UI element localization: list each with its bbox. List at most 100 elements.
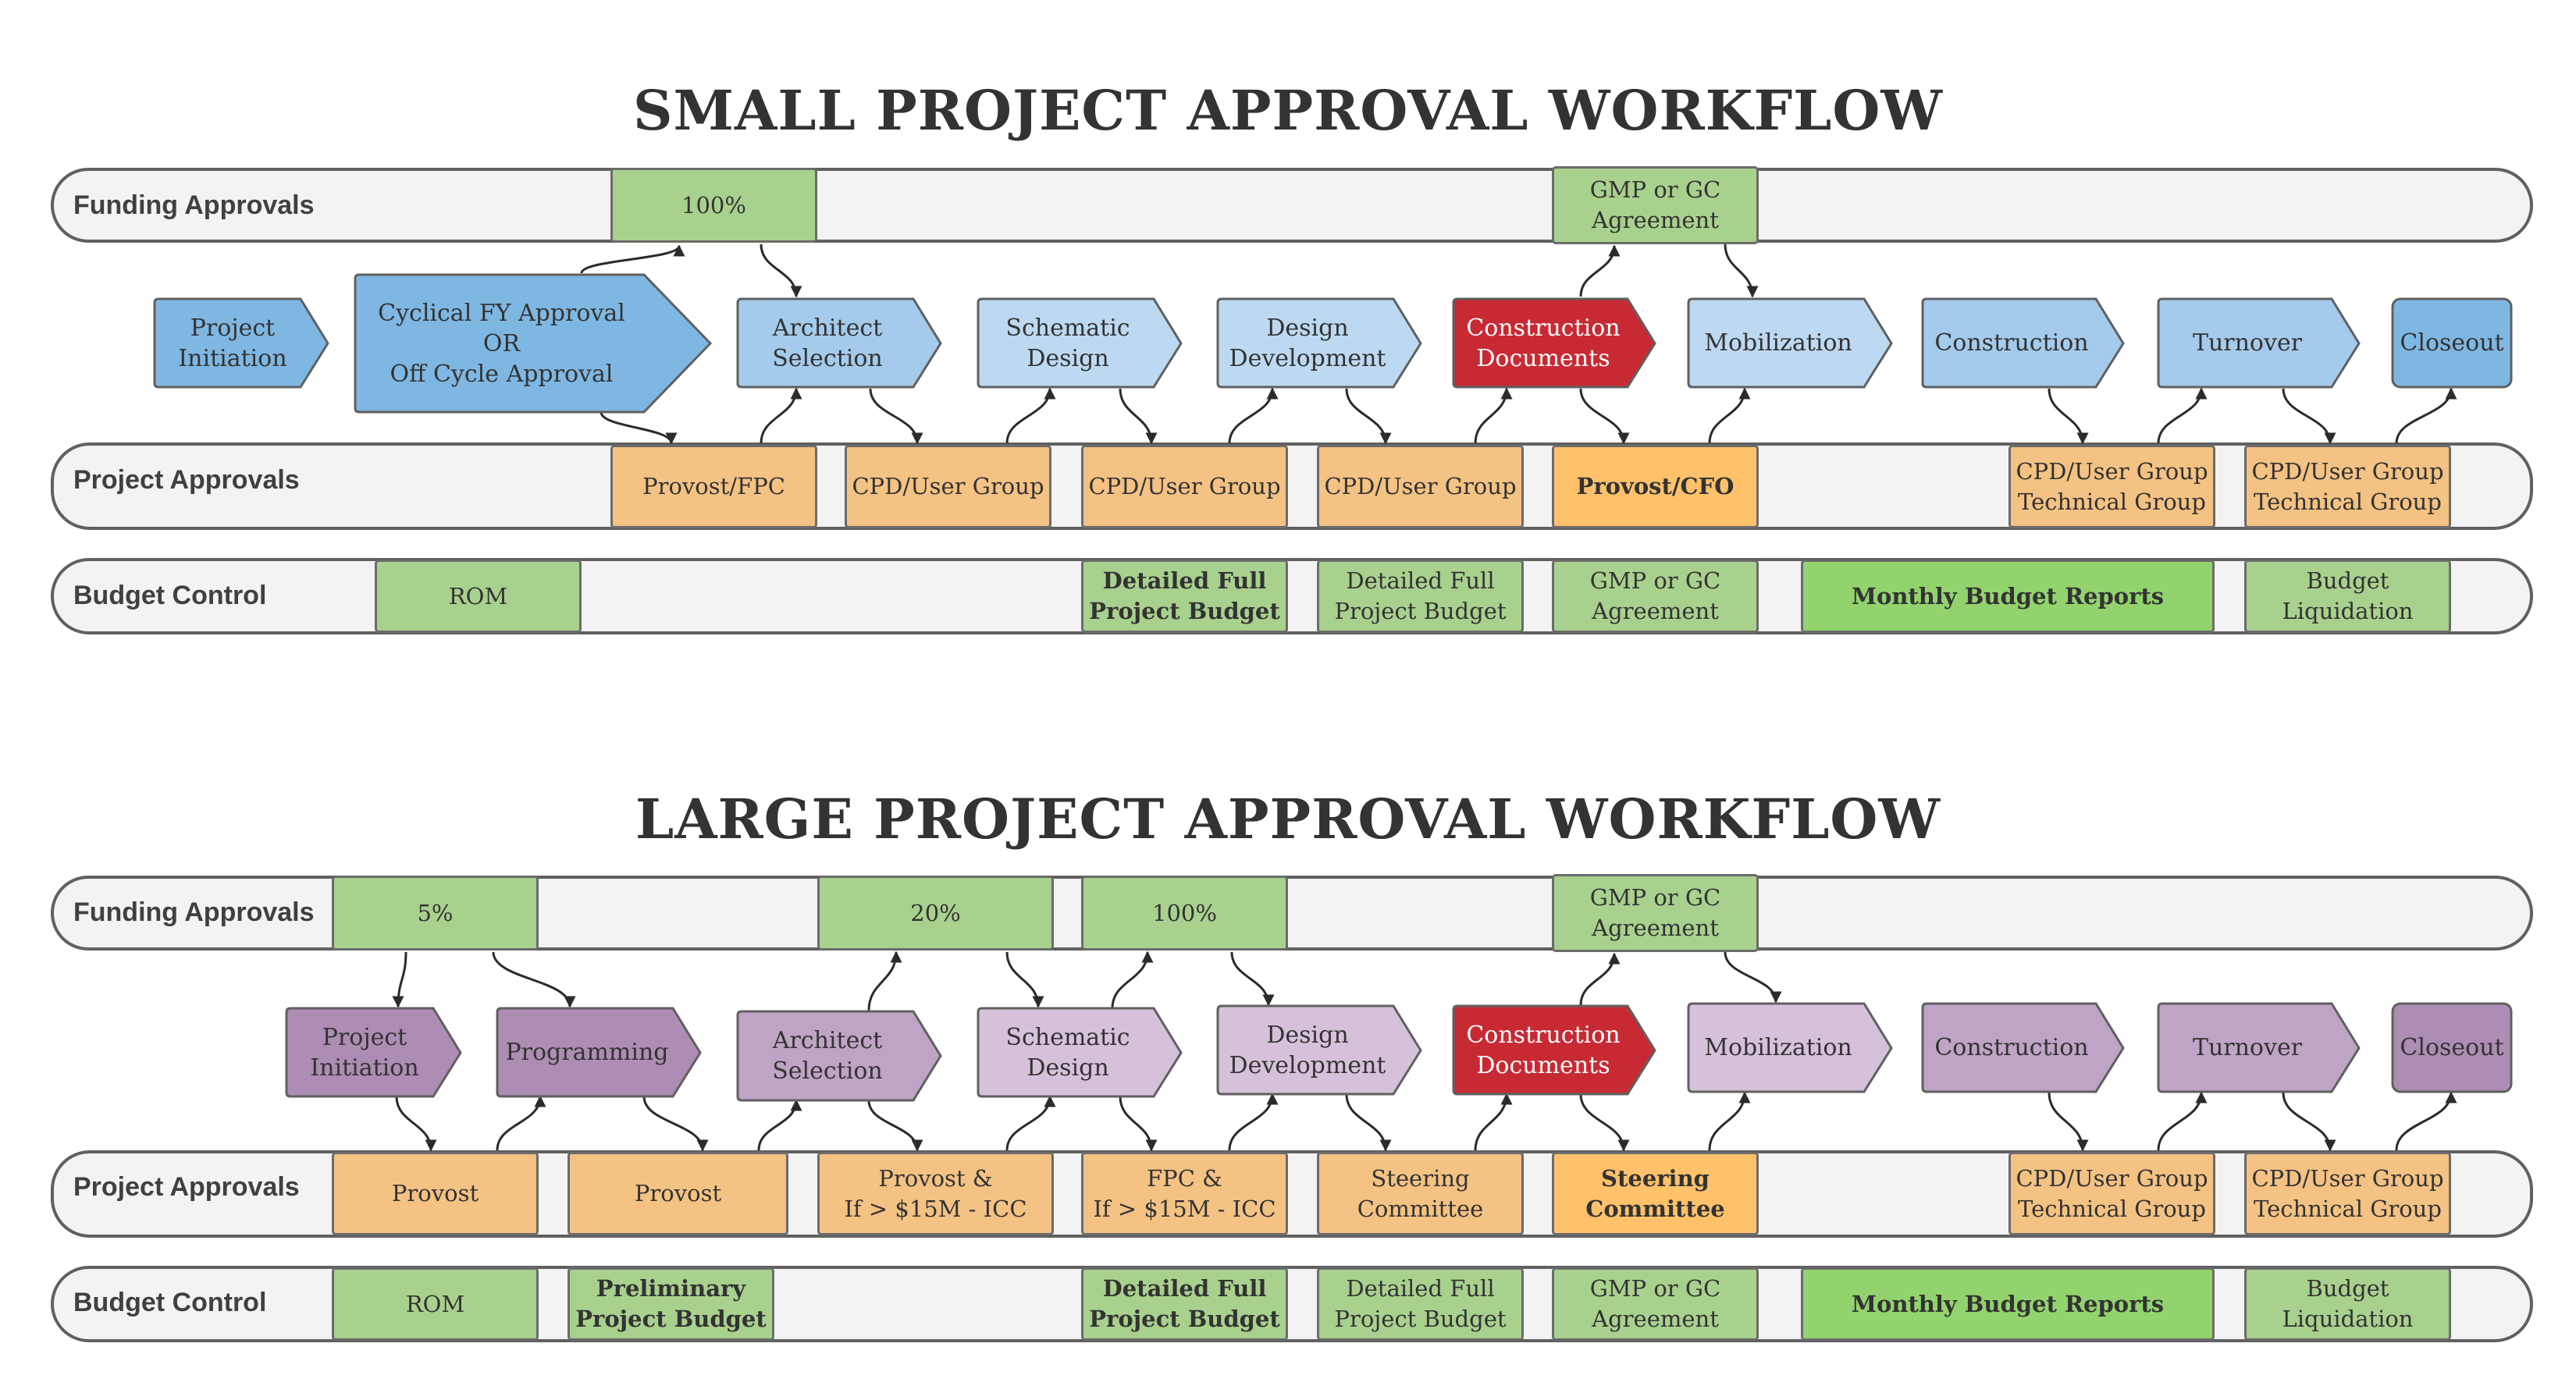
connector-arrow xyxy=(1228,1093,1279,1151)
small-approval-technical-2: CPD/User Group Technical Group xyxy=(2244,445,2451,528)
small-budget-monthly: Monthly Budget Reports xyxy=(1801,560,2215,633)
connector-arrow xyxy=(2395,387,2457,444)
small-stage-mobilization-shape xyxy=(1687,297,1893,389)
large-stage-initiation: Project Initiation xyxy=(310,1023,419,1082)
small-approval-cpd-1: CPD/User Group xyxy=(845,445,1051,528)
large-stage-construction-shape xyxy=(1921,1002,2125,1093)
large-approval-steering-2: Steering Committee xyxy=(1552,1152,1759,1235)
connector-arrow xyxy=(867,1100,923,1152)
small-stage-initiation-shape xyxy=(153,297,329,389)
small-stage-schematic: Schematic Design xyxy=(1005,314,1130,372)
connector-arrow xyxy=(2282,388,2336,445)
small-stage-turnover: Turnover xyxy=(2192,329,2303,357)
small-approval-provost-fpc: Provost/FPC xyxy=(610,445,817,528)
large-stage-mobilization: Mobilization xyxy=(1704,1034,1852,1061)
large-funding-5: 5% xyxy=(332,876,539,951)
small-stage-design-shape xyxy=(1216,297,1422,389)
connector-arrow xyxy=(492,951,576,1008)
large-stage-construction-docs: Construction Documents xyxy=(1466,1021,1621,1079)
large-funding-gmp: GMP or GC Agreement xyxy=(1552,874,1759,952)
large-stage-schematic-shape xyxy=(977,1007,1183,1098)
large-stage-design: Design Development xyxy=(1229,1021,1386,1079)
small-stage-closeout-shape xyxy=(2391,297,2513,389)
connector-arrow xyxy=(1005,387,1056,444)
large-stage-construction: Construction xyxy=(1934,1034,2089,1061)
large-approval-provost-icc: Provost & If > $15M - ICC xyxy=(817,1152,1054,1235)
connector-arrow xyxy=(2395,1091,2457,1151)
connector-arrow xyxy=(1474,387,1513,444)
large-workflow-title: LARGE PROJECT APPROVAL WORKFLOW xyxy=(635,787,1941,851)
connector-arrows xyxy=(392,243,2457,1152)
connector-arrow xyxy=(760,243,802,298)
small-budget-detailed-1: Detailed Full Project Budget xyxy=(1081,560,1288,633)
large-stage-turnover: Turnover xyxy=(2192,1034,2303,1061)
connector-arrow xyxy=(1579,1093,1630,1152)
large-budget-liquidation: Budget Liquidation xyxy=(2244,1267,2451,1341)
large-budget-monthly: Monthly Budget Reports xyxy=(1801,1267,2215,1341)
large-stage-schematic: Schematic Design xyxy=(1005,1023,1130,1082)
connector-arrow xyxy=(1579,952,1621,1006)
connector-arrow xyxy=(757,1099,802,1151)
large-budget-detailed-2: Detailed Full Project Budget xyxy=(1317,1267,1524,1341)
small-stage-architect-shape xyxy=(736,297,942,389)
small-stage-architect: Architect Selection xyxy=(772,314,883,372)
small-stage-cyclical-shape xyxy=(354,273,713,414)
large-budget-detailed-1: Detailed Full Project Budget xyxy=(1081,1267,1288,1341)
connector-arrow xyxy=(1474,1093,1513,1151)
connector-arrow xyxy=(1228,387,1279,444)
connector-arrow xyxy=(869,388,923,445)
small-budget-gmp: GMP or GC Agreement xyxy=(1552,560,1759,633)
connector-arrow xyxy=(1111,951,1154,1009)
connector-arrow xyxy=(1345,1093,1392,1152)
large-budget-preliminary: Preliminary Project Budget xyxy=(568,1267,774,1341)
large-stage-mobilization-shape xyxy=(1687,1002,1893,1093)
large-stage-programming: Programming xyxy=(505,1039,669,1066)
connector-arrow xyxy=(600,411,678,445)
small-stage-initiation: Project Initiation xyxy=(178,314,287,372)
connector-arrow xyxy=(760,387,802,444)
small-funding-gmp: GMP or GC Agreement xyxy=(1552,166,1759,244)
connector-arrow xyxy=(2282,1092,2336,1152)
small-stage-cyclical: Cyclical FY Approval OR Off Cycle Approv… xyxy=(378,299,625,388)
small-stage-schematic-shape xyxy=(977,297,1183,389)
large-budget-gmp: GMP or GC Agreement xyxy=(1552,1267,1759,1341)
connector-arrow xyxy=(1005,951,1044,1008)
large-stage-closeout-shape xyxy=(2391,1002,2513,1093)
large-project-lane-label: Project Approvals xyxy=(73,1172,300,1202)
small-stage-construction: Construction xyxy=(1934,329,2089,357)
large-stage-design-shape xyxy=(1216,1004,1422,1096)
large-stage-architect: Architect Selection xyxy=(772,1027,883,1085)
large-stage-closeout: Closeout xyxy=(2400,1034,2504,1061)
large-approval-steering-1: Steering Committee xyxy=(1317,1152,1524,1235)
small-funding-lane xyxy=(51,168,2533,243)
connector-arrow xyxy=(395,1096,437,1152)
connector-arrow xyxy=(2048,1092,2089,1152)
connector-arrow xyxy=(1579,388,1630,445)
large-approval-provost-2: Provost xyxy=(568,1152,788,1235)
connector-arrow xyxy=(1724,951,1782,1004)
small-project-lane-label: Project Approvals xyxy=(73,465,300,495)
small-budget-rom: ROM xyxy=(375,560,582,633)
connector-arrow xyxy=(1724,243,1759,298)
connector-arrow xyxy=(1708,1091,1751,1151)
large-stage-turnover-shape xyxy=(2157,1002,2361,1093)
small-stage-design: Design Development xyxy=(1229,314,1386,372)
small-budget-detailed-2: Detailed Full Project Budget xyxy=(1317,560,1524,633)
small-approval-provost-cfo: Provost/CFO xyxy=(1552,445,1759,528)
connector-arrow xyxy=(2157,387,2208,444)
small-stage-construction-shape xyxy=(1921,297,2125,389)
small-stage-construction-docs-shape xyxy=(1452,297,1656,389)
small-approval-cpd-3: CPD/User Group xyxy=(1317,445,1524,528)
large-stage-construction-docs-shape xyxy=(1452,1004,1656,1096)
large-budget-lane-label: Budget Control xyxy=(73,1288,267,1317)
small-funding-lane-label: Funding Approvals xyxy=(73,190,315,220)
small-stage-construction-docs: Construction Documents xyxy=(1466,314,1621,372)
connector-arrow xyxy=(1579,244,1621,297)
large-approval-provost-1: Provost xyxy=(332,1152,539,1235)
large-approval-technical-2: CPD/User Group Technical Group xyxy=(2244,1152,2451,1235)
small-funding-100: 100% xyxy=(610,168,817,243)
connector-arrow xyxy=(867,951,902,1011)
small-approval-technical-1: CPD/User Group Technical Group xyxy=(2008,445,2215,528)
large-funding-20: 20% xyxy=(817,876,1054,951)
small-stage-mobilization: Mobilization xyxy=(1704,329,1852,357)
